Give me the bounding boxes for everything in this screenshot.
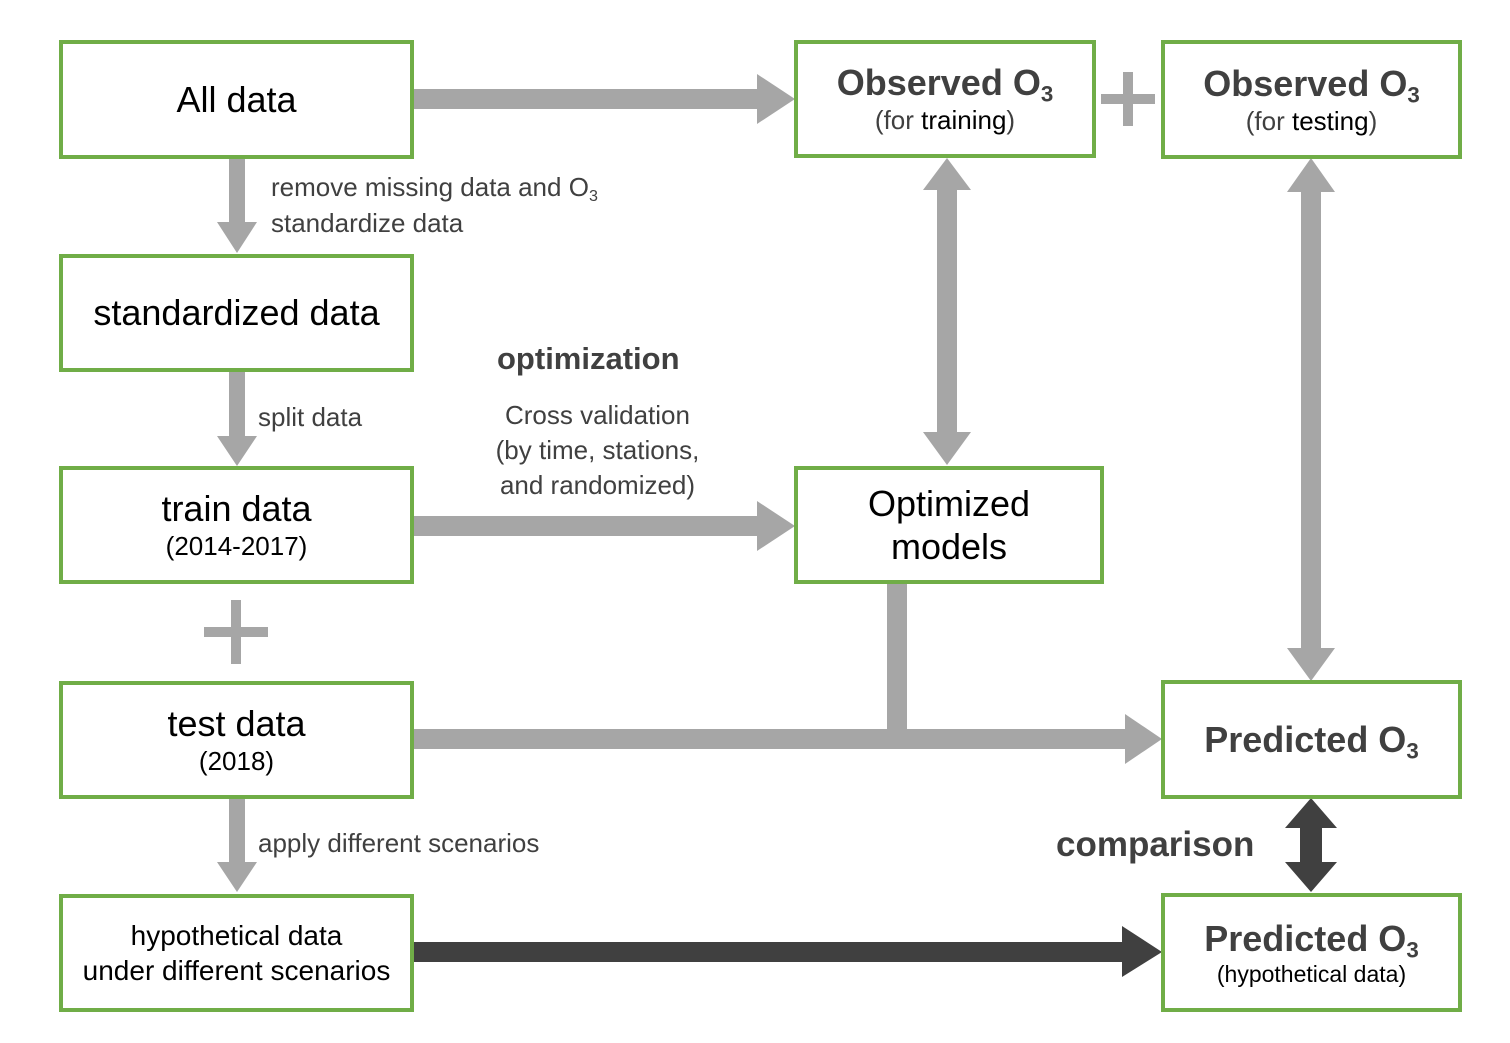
arrow-test-to-predicted [413,714,1162,764]
box-optimized-models: Optimized models [794,466,1104,584]
box-standardized-data-label: standardized data [93,292,380,334]
arrow-standardized-to-train [217,372,257,466]
box-all-data: All data [59,40,414,159]
box-predicted-o3-title: Predicted O3 [1204,718,1419,764]
label-apply-scenarios: apply different scenarios [258,828,540,858]
box-test-data-year: (2018) [198,746,275,777]
box-predicted-hypothetical: Predicted O3 (hypothetical data) [1161,893,1462,1012]
box-observed-testing-title: Observed O3 [1203,62,1420,108]
plus-sign-top-v [1123,72,1133,126]
box-predicted-o3: Predicted O3 [1161,680,1462,799]
box-observed-testing: Observed O3 (for testing) [1161,40,1462,159]
label-cv-line3: and randomized) [499,470,696,500]
label-split-data: split data [258,402,363,432]
line-optimized-down [887,583,907,729]
box-optimized-line1: Optimized [867,482,1031,524]
box-all-data-label: All data [176,78,297,120]
box-predicted-hypothetical-sub: (hypothetical data) [1216,960,1407,987]
arrow-hypothetical-to-predicted [413,926,1162,977]
arrow-test-to-hypothetical [217,798,257,892]
box-observed-training-sub: (for training) [874,105,1016,136]
box-hypothetical-line1: hypothetical data [130,920,343,951]
arrow-all-to-observed-training [413,74,795,124]
box-predicted-hypothetical-title: Predicted O3 [1204,917,1419,963]
label-cv-line2: (by time, stations, [495,435,700,465]
box-test-data-title: test data [167,703,306,745]
arrow-observed-testing-predicted [1287,158,1335,681]
arrow-all-to-standardized [217,158,257,253]
box-observed-training: Observed O3 (for training) [794,40,1096,158]
arrow-observed-training-optimized [923,158,971,465]
box-test-data: test data (2018) [59,681,414,799]
label-cross-validation: Cross validation (by time, stations, and… [470,398,725,503]
box-hypothetical-data: hypothetical data under different scenar… [59,894,414,1012]
label-optimization: optimization [497,341,680,376]
box-observed-testing-sub: (for testing) [1245,105,1378,136]
label-cv-line1: Cross validation [505,400,690,430]
box-train-data-title: train data [161,488,312,530]
plus-sign-left-v [231,600,241,664]
label-standardize: standardize data [271,208,464,238]
box-hypothetical-line2: under different scenarios [82,955,391,986]
box-train-data-years: (2014-2017) [165,531,308,562]
arrow-train-to-optimized [413,501,795,551]
box-standardized-data: standardized data [59,254,414,372]
box-train-data: train data (2014-2017) [59,466,414,584]
label-remove-missing: remove missing data and O3 [271,172,598,205]
box-optimized-line2: models [890,526,1008,567]
box-observed-training-title: Observed O3 [836,62,1054,107]
arrow-comparison [1285,798,1337,892]
label-comparison: comparison [1056,825,1255,864]
